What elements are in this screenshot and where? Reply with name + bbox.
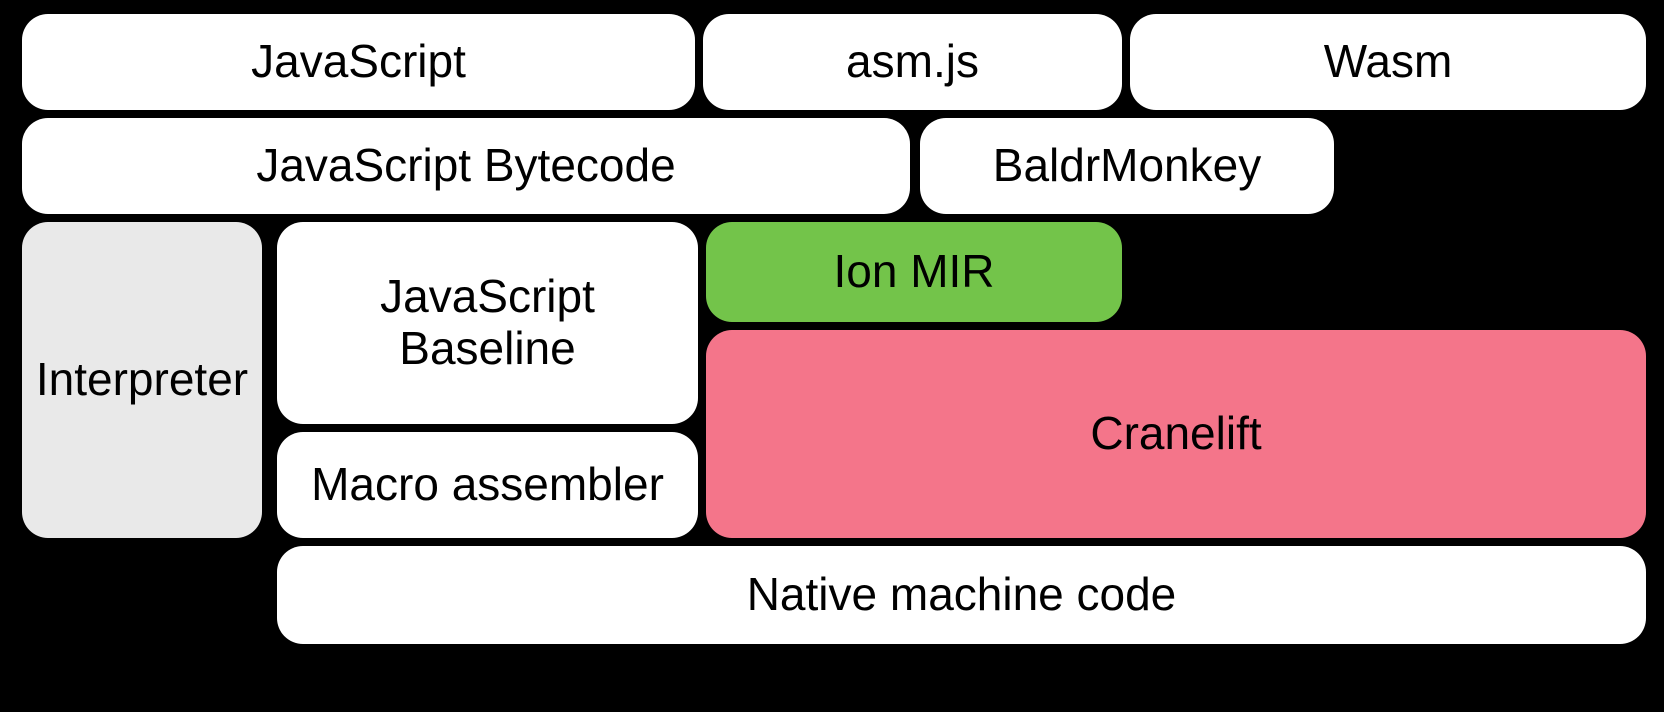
node-javascript-bytecode: JavaScript Bytecode [22, 118, 910, 214]
node-baldrmonkey: BaldrMonkey [920, 118, 1334, 214]
node-ion-mir: Ion MIR [706, 222, 1122, 322]
node-interpreter: Interpreter [22, 222, 262, 538]
node-cranelift: Cranelift [706, 330, 1646, 538]
node-javascript: JavaScript [22, 14, 695, 110]
node-wasm: Wasm [1130, 14, 1646, 110]
node-asm-js: asm.js [703, 14, 1122, 110]
node-javascript-baseline: JavaScript Baseline [277, 222, 698, 424]
node-macro-assembler: Macro assembler [277, 432, 698, 538]
node-native-machine-code: Native machine code [277, 546, 1646, 644]
